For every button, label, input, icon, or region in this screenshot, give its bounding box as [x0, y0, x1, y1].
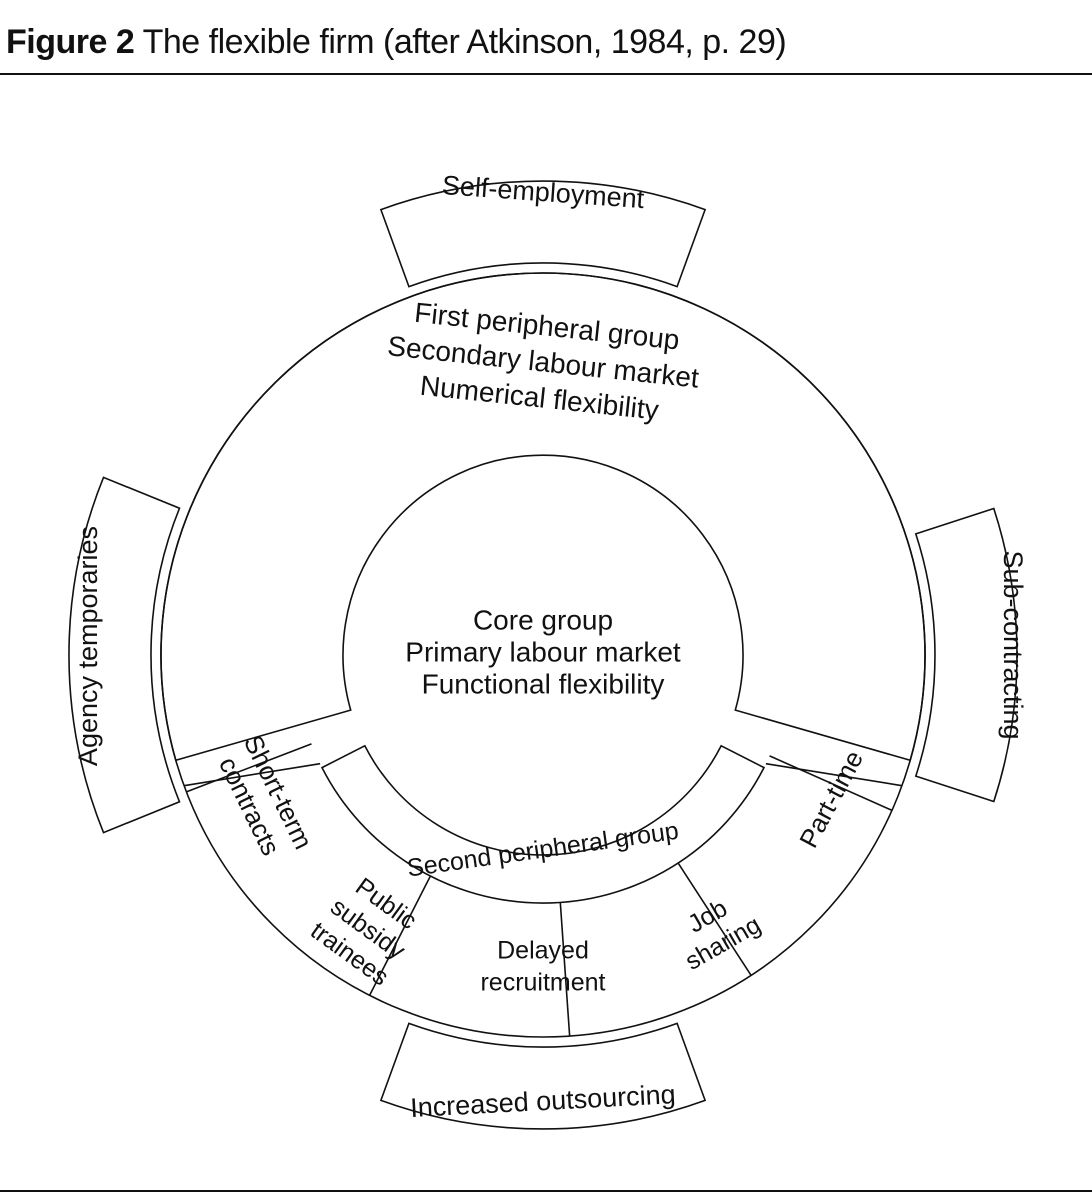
part-time-top-edge: [765, 762, 903, 787]
short-term-top-edge: [183, 762, 321, 787]
second-peripheral-band: [320, 744, 766, 904]
delayed-recruitment-label-line-2: recruitment: [480, 969, 605, 997]
band-self-employment: [379, 180, 707, 288]
first-peripheral-ring: [160, 272, 926, 762]
second-peripheral-label: Second peripheral group: [405, 817, 680, 883]
top-rule: [0, 73, 1092, 75]
divider-job-sharing: [677, 862, 752, 976]
band-sub-contracting: [914, 507, 1018, 803]
bottom-rule: [0, 1190, 1092, 1192]
figure-label: Figure 2: [6, 23, 135, 61]
self-employment-label: Self-employment: [441, 170, 646, 214]
figure-caption: The flexible firm (after Atkinson, 1984,…: [142, 23, 787, 61]
part-time-label-line-1: Part-time: [793, 745, 869, 852]
agency-temporaries-label: Agency temporaries: [73, 526, 103, 766]
divider-part-time: [769, 755, 893, 812]
band-agency: [68, 476, 181, 834]
outsourcing-label: Increased outsourcing: [409, 1079, 676, 1123]
divider-delayed: [559, 902, 571, 1037]
core-group-label-line-1: Core group: [473, 604, 613, 635]
band-outsourcing: [379, 1022, 707, 1130]
core-group-label-line-2: Primary labour market: [405, 636, 681, 667]
delayed-recruitment-label-line-1: Delayed: [497, 937, 589, 965]
figure-title: Figure 2 The flexible firm (after Atkins…: [6, 22, 787, 62]
core-group-label-line-3: Functional flexibility: [422, 668, 665, 699]
divider-short-term: [186, 743, 312, 793]
divider-public-subsidy: [368, 875, 432, 996]
figure-header: Figure 2 The flexible firm (after Atkins…: [0, 0, 1092, 78]
sub-contracting-label: Sub-contracting: [998, 550, 1028, 739]
